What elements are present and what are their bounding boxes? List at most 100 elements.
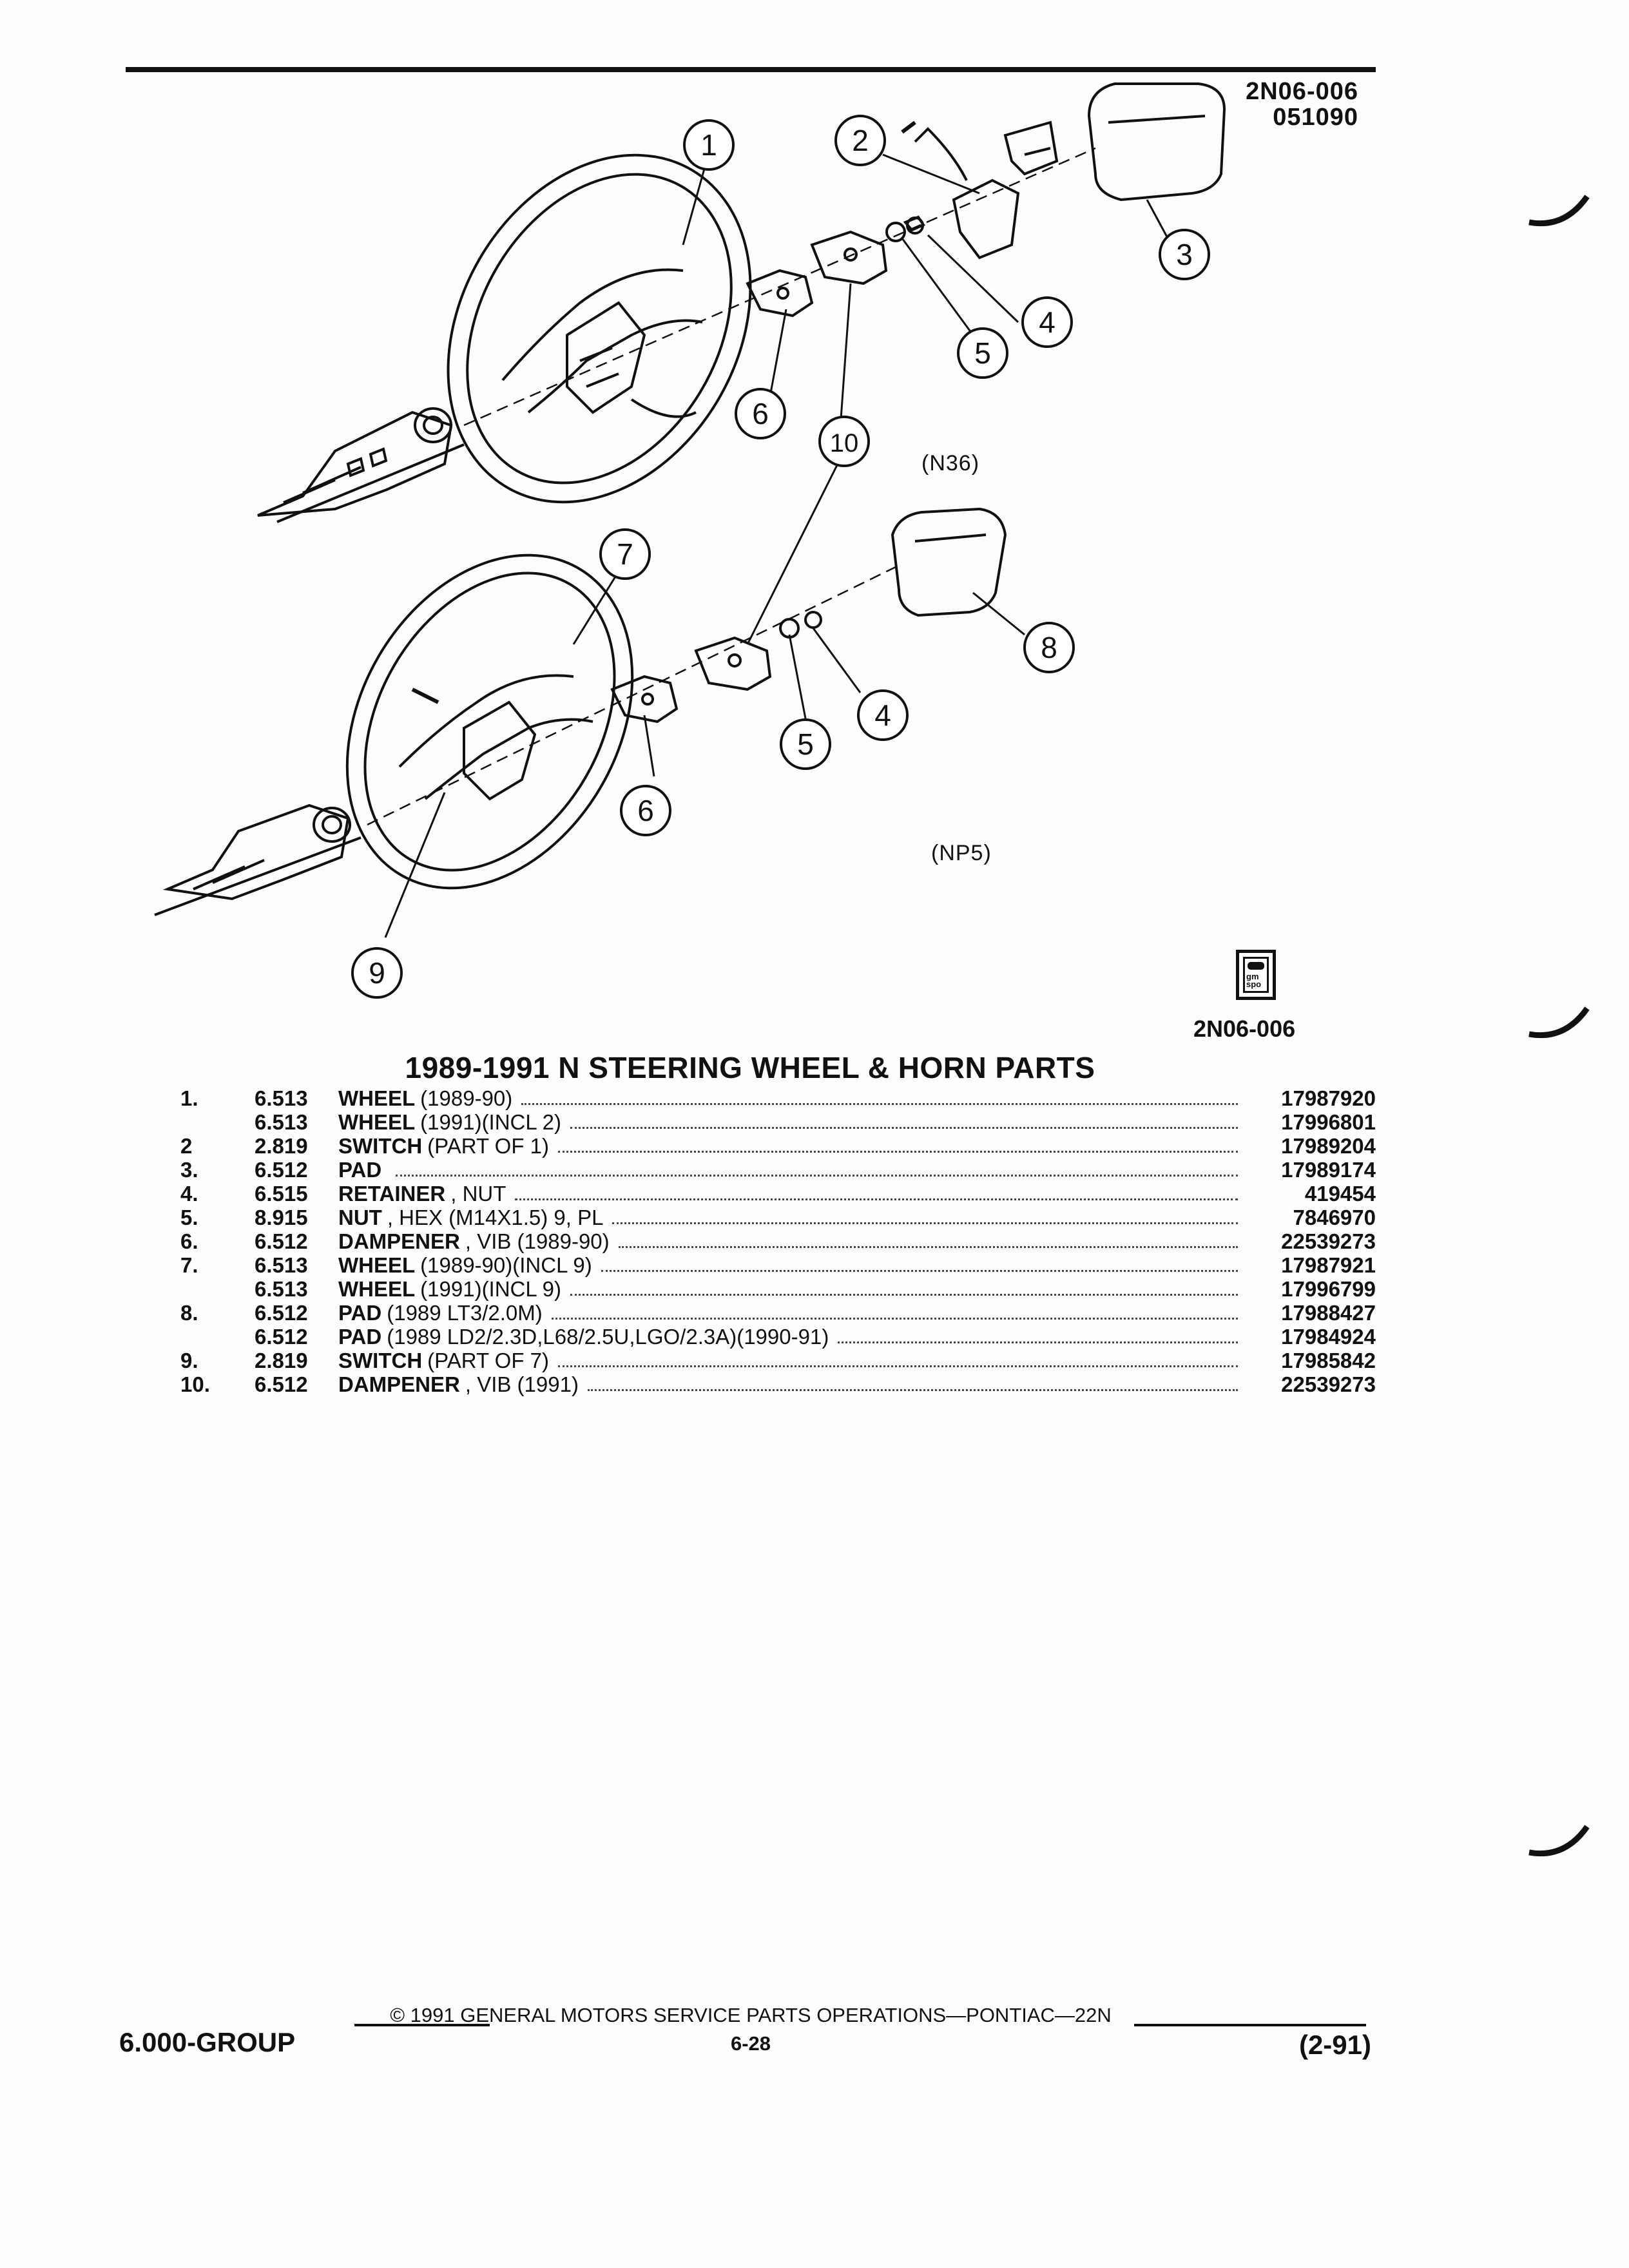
part-name: SWITCH — [338, 1134, 423, 1158]
callout-3: 3 — [1159, 229, 1210, 280]
callout-10: 10 — [818, 416, 870, 467]
group-number: 6.513 — [255, 1086, 308, 1110]
callout-1: 1 — [683, 119, 735, 171]
svg-text:7: 7 — [617, 537, 633, 571]
part-ref-number — [180, 1110, 255, 1134]
part-number: 419454 — [1304, 1182, 1376, 1206]
svg-text:4: 4 — [874, 698, 891, 732]
part-description: SWITCH(PART OF 1) — [338, 1134, 1247, 1158]
part-ref-number — [180, 1277, 255, 1301]
table-row: 2 2.819 SWITCH(PART OF 1) 17989204 — [180, 1134, 1376, 1158]
part-description: PAD — [338, 1158, 1247, 1182]
dot-leader — [570, 1127, 1238, 1129]
footer-rule-right — [1134, 2024, 1366, 2026]
table-row: 10. 6.512 DAMPENER, VIB (1991) 22539273 — [180, 1372, 1376, 1396]
part-ref-number: 9. — [180, 1349, 198, 1372]
figure-code: 2N06-006 — [1193, 1015, 1296, 1042]
group-number: 6.512 — [255, 1325, 308, 1349]
dampener-10-lower — [694, 636, 772, 691]
part-description: PAD(1989 LT3/2.0M) — [338, 1301, 1247, 1325]
part-name: WHEEL — [338, 1086, 416, 1110]
part-spec: (1989-90) — [420, 1086, 513, 1110]
part-ref-number: 2 — [180, 1134, 193, 1158]
group-number: 6.513 — [255, 1277, 308, 1301]
pad-upper — [1087, 82, 1226, 202]
part-spec: (1989 LD2/2.3D,L68/2.5U,LGO/2.3A)(1990-9… — [387, 1325, 829, 1349]
part-spec: , VIB (1989-90) — [465, 1229, 610, 1253]
group-number: 2.819 — [255, 1349, 308, 1372]
part-spec: (1989 LT3/2.0M) — [387, 1301, 543, 1325]
footer-revision-date: (2-91) — [1298, 2030, 1371, 2060]
part-number: 17996799 — [1281, 1277, 1376, 1301]
group-number: 6.512 — [255, 1372, 308, 1396]
dot-leader — [551, 1318, 1238, 1320]
pad-lower — [891, 507, 1007, 617]
part-spec: (1991)(INCL 9) — [420, 1277, 562, 1301]
horn-switch-upper — [901, 120, 1020, 260]
part-ref-number: 1. — [180, 1086, 198, 1110]
dot-leader — [601, 1270, 1238, 1272]
svg-text:4: 4 — [1039, 305, 1055, 339]
dampener-10-upper — [810, 230, 888, 285]
part-description: RETAINER, NUT — [338, 1182, 1247, 1206]
part-number: 17989204 — [1281, 1134, 1376, 1158]
part-description: PAD(1989 LD2/2.3D,L68/2.5U,LGO/2.3A)(199… — [338, 1325, 1247, 1349]
dot-leader — [570, 1294, 1238, 1296]
svg-text:2: 2 — [852, 124, 869, 157]
part-spec: (PART OF 7) — [427, 1349, 550, 1372]
callout-5-lower: 5 — [780, 718, 831, 770]
part-number: 17987921 — [1281, 1253, 1376, 1277]
part-ref-number — [180, 1325, 255, 1349]
part-spec: , VIB (1991) — [465, 1372, 579, 1396]
part-description: WHEEL(1991)(INCL 2) — [338, 1110, 1247, 1134]
dampener-lower — [610, 675, 679, 724]
callout-2: 2 — [834, 115, 886, 166]
part-ref-number: 7. — [180, 1253, 198, 1277]
callout-6: 6 — [735, 388, 786, 439]
svg-text:5: 5 — [974, 336, 991, 370]
group-number: 2.819 — [255, 1134, 308, 1158]
part-ref-number: 6. — [180, 1229, 198, 1253]
part-ref-number: 5. — [180, 1206, 198, 1229]
part-number: 7846970 — [1293, 1206, 1376, 1229]
group-number: 8.915 — [255, 1206, 308, 1229]
dot-leader — [838, 1341, 1238, 1343]
part-number: 17989174 — [1281, 1158, 1376, 1182]
nut-and-retainer-upper — [885, 215, 925, 242]
part-name: PAD — [338, 1158, 382, 1182]
part-description: DAMPENER, VIB (1991) — [338, 1372, 1247, 1396]
part-name: RETAINER — [338, 1182, 446, 1206]
part-name: WHEEL — [338, 1253, 416, 1277]
dot-leader — [396, 1175, 1238, 1177]
svg-text:5: 5 — [797, 727, 814, 761]
svg-text:6: 6 — [752, 397, 769, 430]
table-row: 6.512 PAD(1989 LD2/2.3D,L68/2.5U,LGO/2.3A… — [180, 1325, 1376, 1349]
part-number: 17984924 — [1281, 1325, 1376, 1349]
footer-copyright: © 1991 GENERAL MOTORS SERVICE PARTS OPER… — [390, 2004, 1112, 2026]
svg-text:8: 8 — [1041, 631, 1057, 664]
part-spec: (PART OF 1) — [427, 1134, 550, 1158]
part-number: 22539273 — [1281, 1372, 1376, 1396]
svg-text:3: 3 — [1176, 238, 1193, 271]
part-spec: , HEX (M14X1.5) 9, PL — [387, 1206, 604, 1229]
group-number: 6.515 — [255, 1182, 308, 1206]
callout-9: 9 — [351, 947, 403, 999]
callout-6-lower: 6 — [620, 785, 671, 836]
horn-contact-upper — [1003, 120, 1059, 176]
part-name: SWITCH — [338, 1349, 423, 1372]
nut-and-retainer-lower — [779, 611, 822, 639]
part-name: DAMPENER — [338, 1229, 460, 1253]
callout-8: 8 — [1023, 622, 1075, 673]
part-ref-number: 10. — [180, 1372, 210, 1396]
view-label-n36: (N36) — [921, 451, 979, 476]
part-ref-number: 3. — [180, 1158, 198, 1182]
